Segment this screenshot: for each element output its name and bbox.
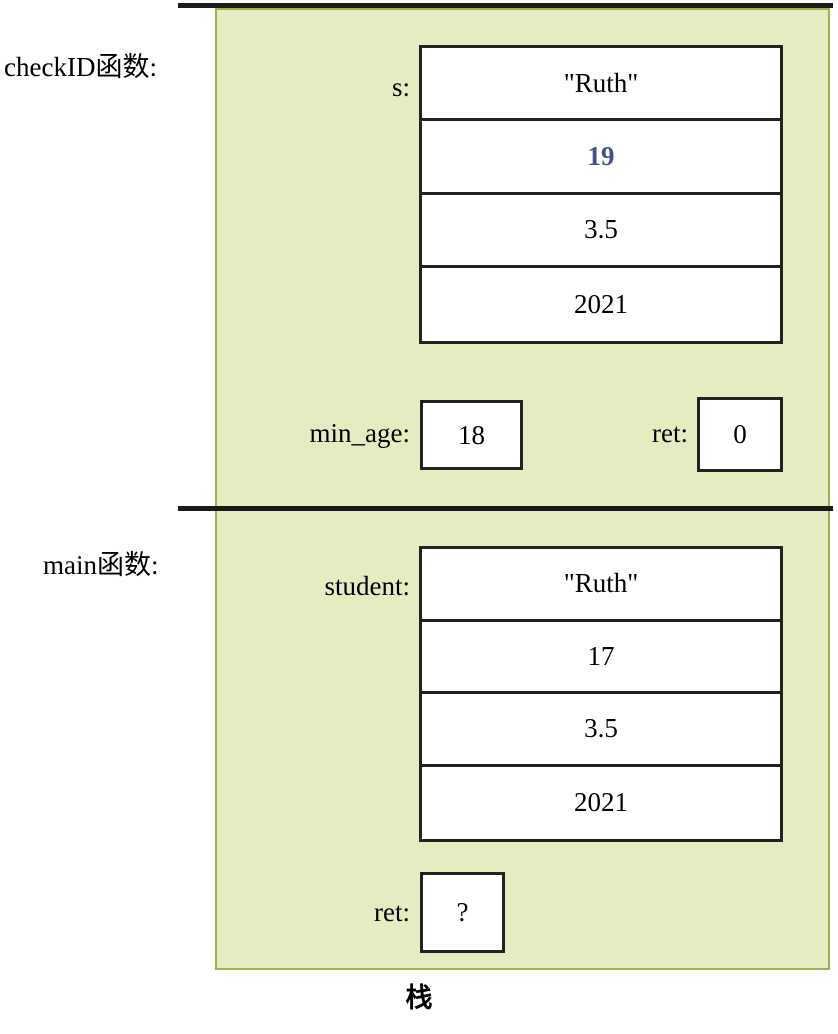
stack-top-rule <box>178 3 833 8</box>
stack-title: 栈 <box>405 983 433 1013</box>
struct-field-name: "Ruth" <box>422 48 780 122</box>
value-box-min-age: 18 <box>420 400 523 470</box>
struct-field-age: 17 <box>422 622 780 694</box>
struct-box-s: "Ruth" 19 3.5 2021 <box>419 45 783 344</box>
value-box-ret-main: ? <box>420 872 505 953</box>
variable-label-ret-checkid: ret: <box>652 418 688 448</box>
value-box-ret-checkid: 0 <box>697 397 783 472</box>
struct-field-age: 19 <box>422 121 780 195</box>
struct-field-gpa: 3.5 <box>422 694 780 767</box>
variable-label-s: s: <box>391 72 410 102</box>
struct-field-year: 2021 <box>574 288 628 319</box>
struct-field-gpa: 3.5 <box>422 195 780 268</box>
struct-field-name: "Ruth" <box>422 549 780 622</box>
variable-label-min-age: min_age: <box>309 418 410 448</box>
variable-label-student: student: <box>324 571 411 601</box>
struct-box-student: "Ruth" 17 3.5 2021 <box>419 546 783 842</box>
stack-frame-divider-rule <box>178 506 833 511</box>
frame-caption-main: main函数: <box>43 550 159 580</box>
struct-field-year: 2021 <box>574 787 628 818</box>
variable-label-ret-main: ret: <box>374 897 410 927</box>
frame-caption-checkid: checkID函数: <box>4 52 157 82</box>
